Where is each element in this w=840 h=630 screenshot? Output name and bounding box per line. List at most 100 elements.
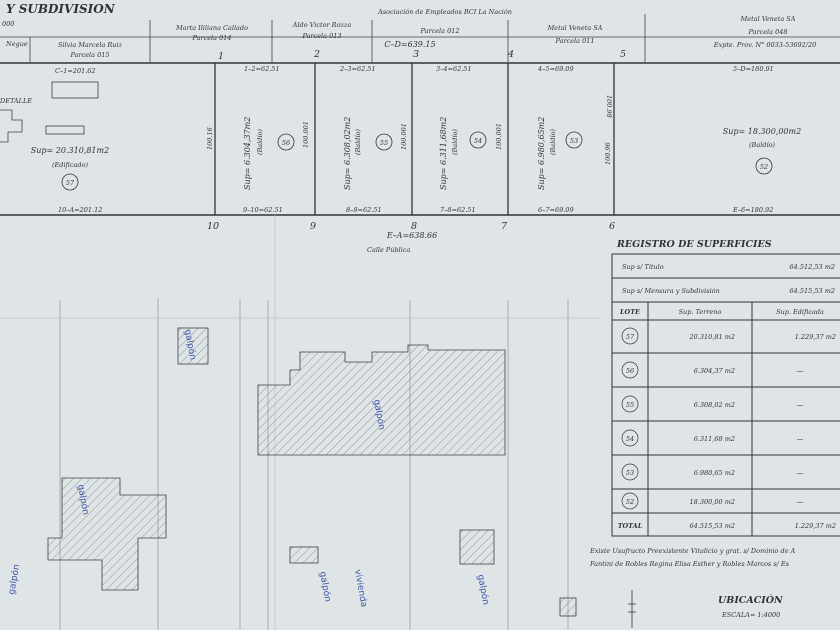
neighbor-parcel: Parcela 014 [192,34,232,42]
top-measure-cd: C–D=639.15 [384,40,435,49]
vertex-label: 7 [501,221,508,232]
lot-id: 56 [282,139,290,147]
register-frame [611,253,840,537]
location-title: UBICACIÓN [718,594,783,606]
header-fragment-negue: Negue [5,40,28,48]
vertex-label: 1 [218,51,224,62]
svg-text:TOTAL: TOTAL [618,522,643,530]
vertex-label: 3 [413,49,419,60]
neighbor-owner: Metal Veneta SA [740,15,796,23]
svg-text:—: — [797,469,804,477]
lot-id: 57 [66,179,75,187]
neighbor-owner: Silvia Marcela Ruiz [58,41,123,49]
register-label: Sup s/ Mensura y Subdivisión [622,287,720,295]
handwritten-note: galpón [317,571,333,603]
neighbor-parcel: Parcela 011 [555,37,595,45]
handwritten-notes: galpón galpón galpón galpón galpón vivie… [6,329,491,608]
column-header: Sup. Edificada [776,308,824,316]
svg-text:55: 55 [626,401,634,409]
vertex-numbers: 1 2 3 4 5 10 9 8 7 6 [207,49,626,232]
side-measures: 100.16 100.001 100.001 100.001 100.96 10… [206,95,613,165]
small-shed [177,327,209,365]
segment-measure: 2–3=62.51 [339,65,376,73]
register-row: 53 6.980,65 m2 — [621,463,804,481]
vertex-label: 10 [207,221,219,232]
segment-measure: 6–7=69.09 [538,206,574,214]
segment-measure: 10–A=201.12 [58,206,102,214]
lot-id: 54 [474,137,482,145]
lot-status: (Baldío) [256,129,264,155]
handwritten-note: galpón [371,399,387,431]
plan-title: Y SUBDIVISION [6,2,116,16]
register-label: Sup s/ Título [622,263,664,271]
segment-measure: 7–8=62.51 [440,206,476,214]
side-measure: 100.96 [604,142,612,165]
lot-status: (Baldío) [354,129,362,155]
neighbor-dividers [0,14,840,62]
location-grid-lines [0,215,600,630]
lot-55: Sup= 6.308,02m2 (Baldío) 55 [343,117,393,190]
buildings [47,327,577,617]
svg-text:—: — [797,498,804,506]
vertex-label: 9 [310,221,316,232]
lot-outline [0,62,840,216]
neighbor-parcels: Silvia Marcela Ruiz Parcela 015 Marta Il… [58,8,816,59]
side-measure: 100.98 [605,95,613,118]
lot-id-circle [61,173,79,191]
register-row: 55 6.308,02 m2 — [621,395,804,413]
segment-measure: C–1=201.62 [55,67,96,75]
neighbor-expte: Expte. Prov. N° 0033-53692/20 [713,41,816,49]
svg-text:—: — [797,401,804,409]
svg-text:6.308,02 m2: 6.308,02 m2 [694,401,735,409]
detail-building [0,81,99,143]
lot-area: Sup= 6.311,68m2 [439,117,448,190]
neighbor-parcel: Parcela 012 [420,27,460,35]
svg-text:64.515,53 m2: 64.515,53 m2 [690,522,735,530]
svg-text:6.311,68 m2: 6.311,68 m2 [694,435,735,443]
neighbor-parcel: Parcela 013 [302,32,342,40]
register-title: REGISTRO DE SUPERFICIES [616,239,772,250]
lot-54: Sup= 6.311,68m2 (Baldío) 54 [439,117,487,190]
svg-text:1.229,37 m2: 1.229,37 m2 [795,333,836,341]
lot-53: Sup= 6.980,65m2 (Baldío) 53 [537,117,583,190]
location-marker [628,590,636,628]
register-row: 57 20.310,81 m2 1.229,37 m2 [621,327,836,345]
vertex-label: 6 [609,221,615,232]
segment-measure: 5–D=180.91 [733,65,774,73]
lot-id: 55 [380,139,388,147]
lot-id: 53 [570,137,578,145]
register-value: 64.515,53 m2 [790,287,835,295]
handwritten-note: galpón [75,484,91,516]
register-row: 54 6.311,68 m2 — [621,429,804,447]
register-value: 64.512,53 m2 [790,263,835,271]
segment-measure: 3–4=62.51 [436,65,472,73]
surface-register: REGISTRO DE SUPERFICIES Sup s/ Título 64… [611,239,840,537]
svg-text:1.229,37 m2: 1.229,37 m2 [795,522,836,530]
svg-text:53: 53 [626,469,634,477]
header-fragment: 000 [2,20,14,28]
segment-measure: 1–2=62.51 [244,65,280,73]
main-warehouse [257,344,506,456]
location-scale: ESCALA= 1:4000 [721,611,780,619]
lot-status: (Baldío) [549,129,557,155]
vertex-label: 5 [620,49,626,60]
handwritten-note: galpón [182,329,198,361]
small-shed [289,546,319,564]
vertex-label: 8 [411,221,417,232]
vertex-label: 4 [507,49,514,60]
lot-status: (Baldío) [451,129,459,155]
neighbor-owner: Aldo Victor Rozza [292,21,352,29]
neighbor-owner: Metal Veneta SA [547,24,603,32]
usufruct-note: Fantini de Robles Regina Elisa Esther y … [589,560,790,568]
svg-text:52: 52 [626,498,634,506]
segment-measure: E–6=180.92 [732,206,773,214]
svg-text:56: 56 [626,367,634,375]
register-row: 52 18.300,00 m2 — [621,492,804,510]
bottom-total-measure: E–A=638.66 [386,231,437,240]
svg-text:54: 54 [626,435,634,443]
column-header: LOTE [619,308,641,316]
lot-status: (Edificado) [52,161,88,169]
segment-measure: 4–5=69.09 [537,65,574,73]
svg-text:—: — [797,367,804,375]
svg-text:18.300,00 m2: 18.300,00 m2 [690,498,735,506]
